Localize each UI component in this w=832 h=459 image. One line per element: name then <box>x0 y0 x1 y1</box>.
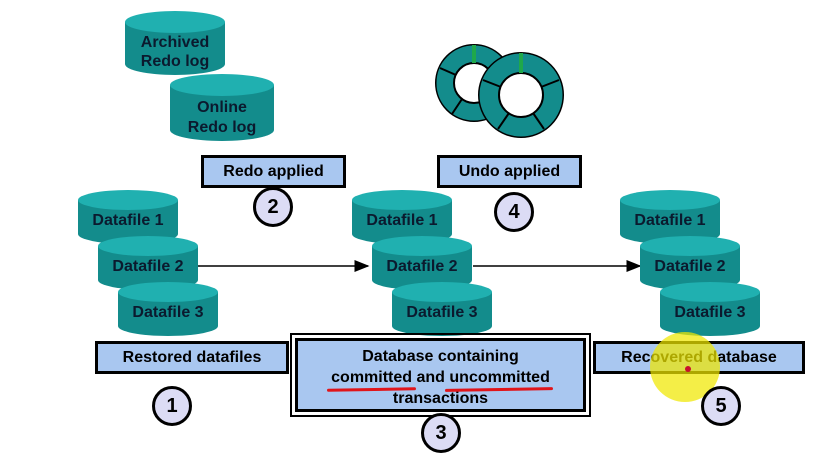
undo-ring-right <box>478 52 564 138</box>
restored-datafiles-label: Restored datafiles <box>95 341 289 374</box>
archived-redo-log-line1: Archived <box>141 34 209 51</box>
recovered-datafile-1-cylinder: Datafile 1 <box>620 190 720 244</box>
restored-datafile-2-label: Datafile 2 <box>112 258 183 275</box>
middle-datafile-3-cylinder: Datafile 3 <box>392 282 492 336</box>
step-1-badge: 1 <box>152 386 192 426</box>
middle-datafile-2-label: Datafile 2 <box>386 258 457 275</box>
online-redo-log-line2: Redo log <box>188 119 256 136</box>
cursor-pointer-dot <box>685 366 691 372</box>
online-redo-log-line1: Online <box>197 99 247 116</box>
restored-datafile-3-cylinder: Datafile 3 <box>118 282 218 336</box>
middle-datafile-1-label: Datafile 1 <box>366 212 437 229</box>
redo-applied-label: Redo applied <box>201 155 346 188</box>
restored-datafile-1-label: Datafile 1 <box>92 212 163 229</box>
middle-datafile-3-label: Datafile 3 <box>406 304 477 321</box>
step-4-badge: 4 <box>494 192 534 232</box>
recovered-datafile-2-label: Datafile 2 <box>654 258 725 275</box>
step-3-badge: 3 <box>421 413 461 453</box>
recovered-datafile-2-cylinder: Datafile 2 <box>640 236 740 290</box>
recovered-datafile-3-cylinder: Datafile 3 <box>660 282 760 336</box>
restored-datafile-3-label: Datafile 3 <box>132 304 203 321</box>
middle-datafile-2-cylinder: Datafile 2 <box>372 236 472 290</box>
middle-line3: transactions <box>392 390 489 407</box>
middle-and: and <box>412 369 450 386</box>
datafile-stacks: Datafile 1 Datafile 2 Datafile 3 Datafile 1… <box>78 190 760 336</box>
step-5-badge: 5 <box>701 386 741 426</box>
middle-database-box: Database containing committed and uncomm… <box>290 333 591 417</box>
recovered-datafile-1-label: Datafile 1 <box>634 212 705 229</box>
middle-datafile-1-cylinder: Datafile 1 <box>352 190 452 244</box>
archived-redo-log-line2: Redo log <box>141 53 209 70</box>
online-redo-log-cylinder: Online Redo log <box>170 74 274 141</box>
committed-underlined: committed <box>331 369 413 386</box>
undo-applied-label: Undo applied <box>437 155 582 188</box>
undo-rings-icon <box>435 44 564 138</box>
middle-line2: committed and uncommitted <box>298 367 583 388</box>
archived-redo-log-cylinder: Archived Redo log <box>125 11 225 75</box>
middle-line1: Database containing <box>362 348 519 365</box>
restored-datafile-1-cylinder: Datafile 1 <box>78 190 178 244</box>
step-2-badge: 2 <box>253 187 293 227</box>
restored-datafile-2-cylinder: Datafile 2 <box>98 236 198 290</box>
uncommitted-underlined: uncommitted <box>449 369 550 386</box>
recovered-datafile-3-label: Datafile 3 <box>674 304 745 321</box>
